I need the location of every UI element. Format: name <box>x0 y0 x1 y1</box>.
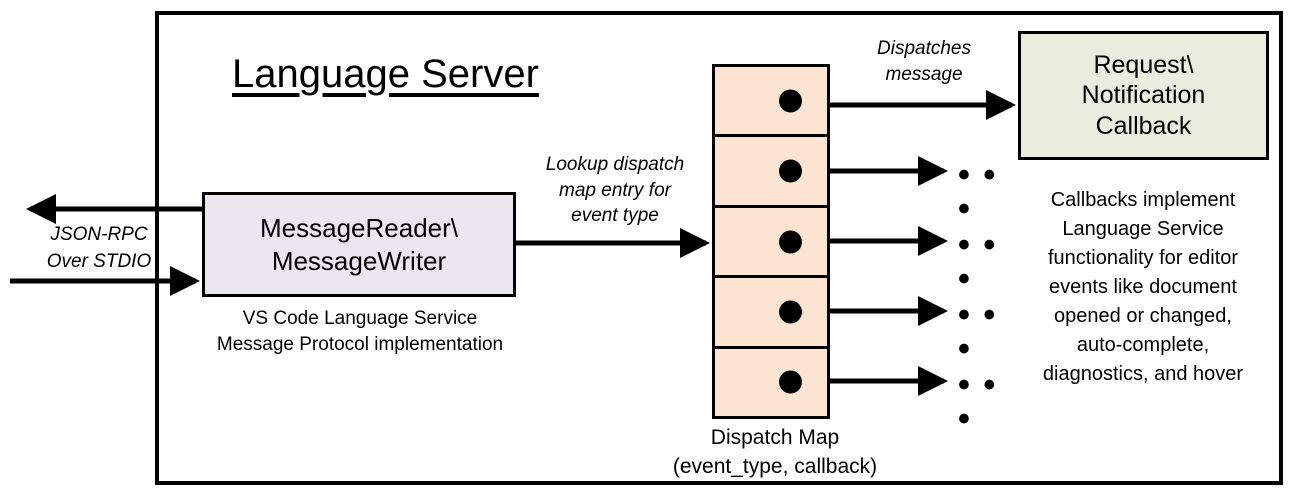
callback-caption-line7: diagnostics, and hover <box>1042 363 1244 385</box>
callback-caption-line6: auto-complete, <box>1076 334 1210 356</box>
callback-caption-line2: Language Service <box>1062 218 1224 240</box>
callback-caption-line4: events like document <box>1049 276 1237 298</box>
dispatch-map-table[interactable] <box>712 64 830 419</box>
dispatch-label-line1: Dispatches <box>877 38 971 59</box>
transport-label-line2: Over STDIO <box>46 250 152 272</box>
ellipsis-5: • • • <box>958 366 998 438</box>
lookup-dispatch-label: Lookup dispatch map entry for event type <box>520 152 710 229</box>
dispatch-entry-dot-icon <box>779 370 802 394</box>
page-title: Language Server <box>232 52 539 96</box>
lookup-label-line3: event type <box>571 205 659 227</box>
mrw-caption-line1: VS Code Language Service <box>242 308 478 329</box>
dispatch-map-row[interactable] <box>715 67 827 138</box>
dispatch-map-row[interactable] <box>715 278 827 349</box>
dispatch-entry-dot-icon <box>779 300 802 324</box>
map-caption-line1: Dispatch Map <box>710 426 840 449</box>
map-caption-line2: (event_type, callback) <box>672 455 878 479</box>
dispatch-label-line2: message <box>885 63 963 85</box>
callback-caption: Callbacks implement Language Service fun… <box>1012 186 1274 389</box>
dispatches-message-label: Dispatches message <box>838 36 1010 87</box>
message-reader-label: MessageReader\ <box>260 213 458 243</box>
mrw-caption-line2: Message Protocol implementation <box>216 333 504 355</box>
callback-box-line2: Notification <box>1081 81 1206 110</box>
ellipsis-2: • • • <box>958 156 998 228</box>
lookup-label-line1: Lookup dispatch <box>545 154 685 175</box>
callback-box-line3: Callback <box>1095 111 1192 140</box>
dispatch-map-row[interactable] <box>715 137 827 208</box>
message-reader-writer-box[interactable]: MessageReader\ MessageWriter <box>202 192 516 297</box>
callback-caption-line1: Callbacks implement <box>1050 189 1236 211</box>
dispatch-entry-dot-icon <box>779 230 802 254</box>
ellipsis-3: • • • <box>958 226 998 298</box>
lookup-label-line2: map entry for <box>559 179 671 201</box>
callback-caption-line5: opened or changed, <box>1054 305 1232 327</box>
callback-box-line1: Request\ <box>1093 50 1194 79</box>
language-server-frame <box>155 11 1283 485</box>
dispatch-map-row[interactable] <box>715 349 827 416</box>
message-writer-label: MessageWriter <box>271 245 447 276</box>
dispatch-map-row[interactable] <box>715 208 827 279</box>
transport-label: JSON-RPC Over STDIO <box>24 222 174 275</box>
callback-caption-line3: functionality for editor <box>1047 247 1239 269</box>
request-notification-callback-box[interactable]: Request\ Notification Callback <box>1018 31 1269 160</box>
ellipsis-4: • • • <box>958 296 998 368</box>
message-reader-writer-caption: VS Code Language Service Message Protoco… <box>195 306 525 357</box>
dispatch-entry-dot-icon <box>779 89 802 113</box>
dispatch-map-caption: Dispatch Map (event_type, callback) <box>655 423 895 482</box>
transport-label-line1: JSON-RPC <box>50 224 148 245</box>
dispatch-entry-dot-icon <box>779 159 802 183</box>
